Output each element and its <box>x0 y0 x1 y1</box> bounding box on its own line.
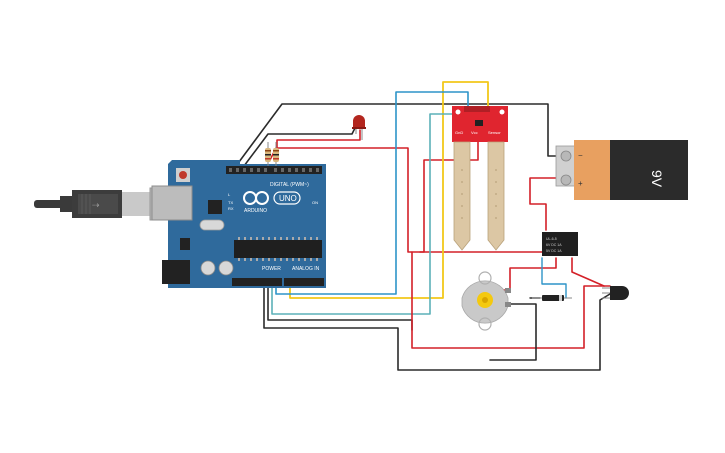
analog-header <box>284 278 324 286</box>
relay-label-2: 6V DC 1A <box>546 243 562 247</box>
motor-terminal-2 <box>505 302 511 307</box>
battery-terminal-minus <box>560 150 572 162</box>
on-label: ON <box>312 200 318 205</box>
wire-blue-1 <box>275 91 469 295</box>
wire-red-battery <box>529 177 561 231</box>
rx-label: RX <box>228 206 234 211</box>
analog-header-label: ANALOG IN <box>292 266 320 272</box>
wires <box>235 81 611 371</box>
wire-black-led <box>243 125 357 167</box>
power-header <box>232 278 282 286</box>
usb-chip <box>208 200 222 214</box>
wire-red-bottom-loop <box>411 251 611 349</box>
npn-transistor[interactable] <box>602 286 629 300</box>
wire-black-motor <box>489 303 537 361</box>
digital-header-label: DIGITAL (PWM~) <box>270 182 309 188</box>
crystal <box>199 219 225 231</box>
wire-red-sensor-vcc <box>419 119 479 253</box>
red-led[interactable] <box>352 115 366 140</box>
wire-yellow-signal <box>289 81 489 299</box>
power-jack <box>162 260 190 284</box>
battery-terminal-plus <box>560 174 572 186</box>
capacitor-2 <box>218 260 234 276</box>
atmega-chip <box>234 240 322 258</box>
motor-terminal-1 <box>505 288 511 293</box>
wire-black-gnd-bottom <box>263 281 611 371</box>
relay-label-3: 5V DC 1A <box>546 249 562 253</box>
wire-teal-1 <box>271 113 459 315</box>
resistor-1[interactable] <box>265 142 271 166</box>
battery-plus-label: + <box>578 179 583 188</box>
relay[interactable]: UL-6-5 6V DC 1A 5V DC 1A <box>542 232 578 256</box>
brand-label: ARDUINO <box>244 208 267 214</box>
wire-red-led <box>276 129 361 151</box>
model-label: UNO <box>279 194 297 203</box>
battery-9v[interactable]: − + 9V <box>555 140 688 200</box>
arduino-logo-icon <box>243 191 269 205</box>
l-label: L <box>228 192 231 197</box>
sensor-pin-gnd-label: GnD <box>455 130 463 135</box>
model-badge <box>273 191 301 205</box>
sensor-pin-signal-label: Sensor <box>488 130 501 135</box>
diode[interactable] <box>532 295 572 301</box>
sensor-pin-header <box>464 106 490 112</box>
reset-button-cap <box>179 171 187 179</box>
sensor-probe-right <box>487 141 505 251</box>
wire-red-relay-motor <box>499 257 557 291</box>
capacitor-1 <box>200 260 216 276</box>
wire-black-gnd-top <box>235 103 557 167</box>
soil-moisture-sensor[interactable]: GnD Vcc Sensor <box>452 106 508 251</box>
usb-socket <box>151 185 193 221</box>
battery-voltage-label: 9V <box>649 170 665 188</box>
power-header-label: POWER <box>262 266 281 272</box>
tx-label: TX <box>228 200 233 205</box>
resistor-2[interactable] <box>273 142 279 166</box>
relay-label-1: UL-6-5 <box>546 237 557 241</box>
arduino-uno-board[interactable]: DIGITAL (PWM~) ARDUINO UNO L TX RX ON <box>151 160 326 288</box>
dc-motor[interactable] <box>461 271 511 331</box>
sensor-probe-left <box>453 141 471 251</box>
battery-minus-label: − <box>578 151 583 160</box>
wire-blue-diode <box>541 257 567 299</box>
wire-red-relay-transistor <box>571 257 605 287</box>
usb-symbol-icon: ⇢ <box>92 201 100 211</box>
sensor-pin-vcc-label: Vcc <box>471 130 478 135</box>
sensor-chip <box>475 120 483 126</box>
regulator-chip <box>180 238 190 250</box>
